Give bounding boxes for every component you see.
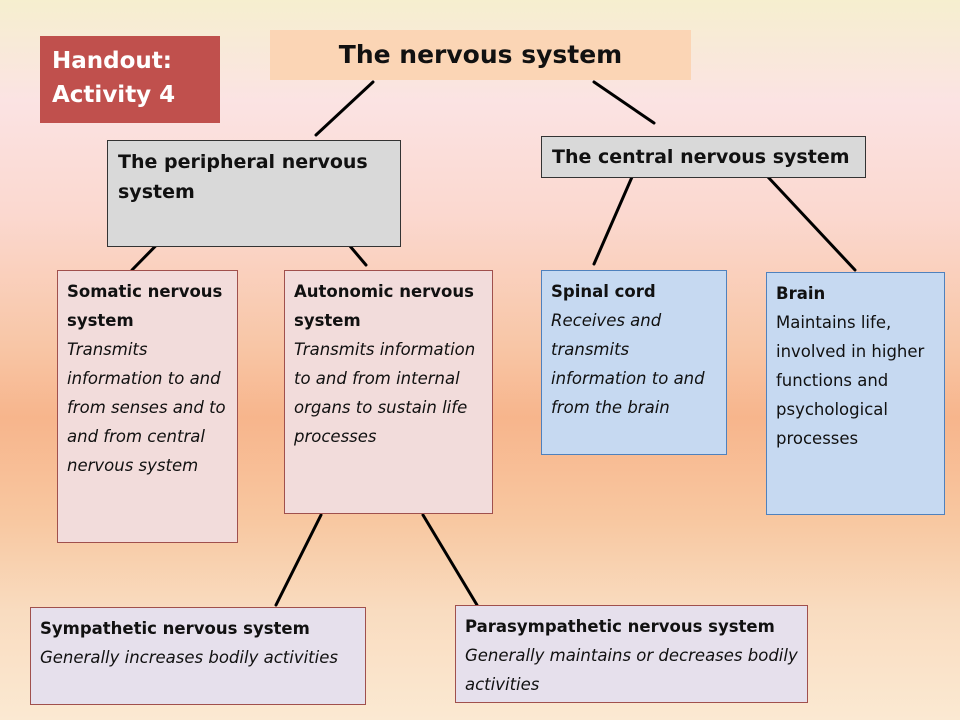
badge-line-2: Activity 4 <box>52 82 176 108</box>
autonomic-description: Transmits information to and from intern… <box>294 340 476 446</box>
badge-line-1: Handout: <box>52 48 172 74</box>
brain-heading: Brain <box>776 284 826 303</box>
connector-autonomic-to-sympathetic <box>274 513 323 607</box>
autonomic-box: Autonomic nervous system Transmits infor… <box>284 270 493 514</box>
connector-cns-to-brain <box>766 175 857 272</box>
connector-title-to-cns <box>592 80 656 125</box>
parasympathetic-heading: Parasympathetic nervous system <box>465 617 775 636</box>
sympathetic-box: Sympathetic nervous system Generally inc… <box>30 607 366 705</box>
spinal-cord-box: Spinal cord Receives and transmits infor… <box>541 270 727 455</box>
connector-autonomic-to-parasympathetic <box>421 513 479 607</box>
autonomic-heading: Autonomic nervous system <box>294 282 474 330</box>
somatic-description: Transmits information to and from senses… <box>67 340 226 475</box>
parasympathetic-description: Generally maintains or decreases bodily … <box>465 646 798 694</box>
spinal-heading: Spinal cord <box>551 282 656 301</box>
spinal-description: Receives and transmits information to an… <box>551 311 705 417</box>
handout-badge: Handout: Activity 4 <box>40 36 220 123</box>
somatic-box: Somatic nervous system Transmits informa… <box>57 270 238 543</box>
sympathetic-heading: Sympathetic nervous system <box>40 619 310 638</box>
sympathetic-description: Generally increases bodily activities <box>40 648 338 667</box>
central-nervous-system-box: The central nervous system <box>541 136 866 178</box>
somatic-heading: Somatic nervous system <box>67 282 223 330</box>
peripheral-label: The peripheral nervous system <box>118 151 368 203</box>
brain-box: Brain Maintains life, involved in higher… <box>766 272 945 515</box>
connector-cns-to-spinal <box>592 175 634 266</box>
brain-description: Maintains life, involved in higher funct… <box>776 313 925 448</box>
page-title: The nervous system <box>270 30 691 80</box>
parasympathetic-box: Parasympathetic nervous system Generally… <box>455 605 808 703</box>
central-label: The central nervous system <box>552 146 850 168</box>
connector-title-to-pns <box>314 80 375 137</box>
peripheral-nervous-system-box: The peripheral nervous system <box>107 140 401 247</box>
